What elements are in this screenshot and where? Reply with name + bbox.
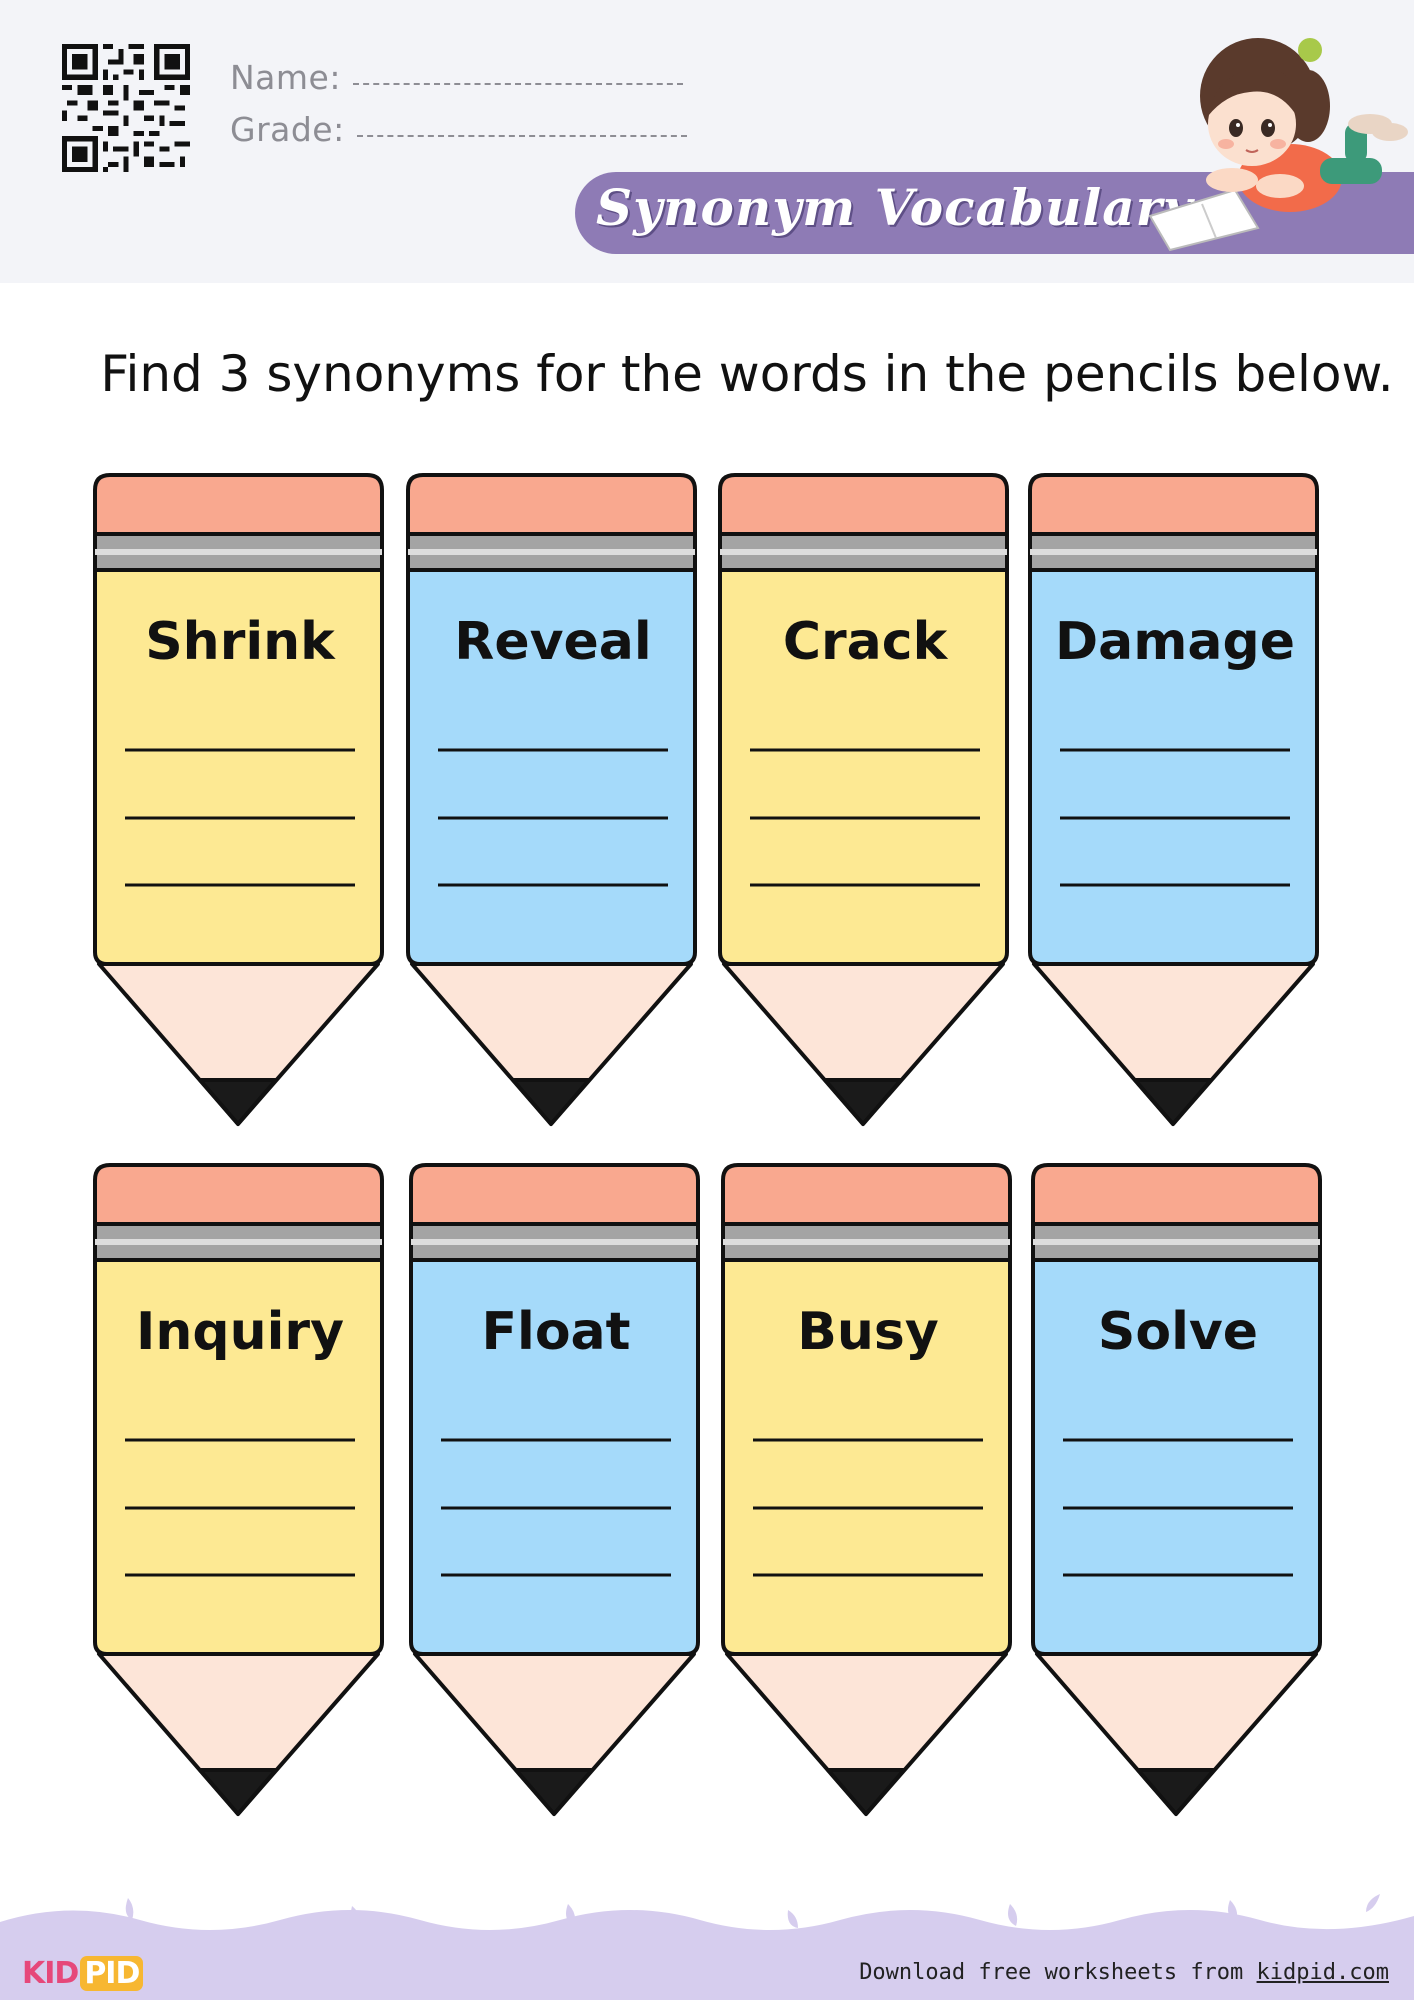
kidpid-link[interactable]: kidpid.com bbox=[1256, 1960, 1389, 1985]
answer-blank[interactable] bbox=[125, 1488, 355, 1510]
footer-note-prefix: Download free worksheets from bbox=[859, 1960, 1244, 1985]
pencil-shape bbox=[1031, 1163, 1322, 1816]
name-blank-line bbox=[352, 83, 683, 85]
pencil-card: Shrink bbox=[92, 472, 388, 1136]
pencil-word: Crack bbox=[782, 612, 948, 672]
answer-blank[interactable] bbox=[125, 798, 355, 820]
worksheet-title: Synonym Vocabulary bbox=[596, 178, 1194, 237]
answer-blank[interactable] bbox=[750, 730, 980, 752]
pencil-card: Reveal bbox=[405, 472, 701, 1136]
grade-blank-line bbox=[356, 135, 687, 137]
pencil-word: Reveal bbox=[454, 612, 652, 672]
answer-blank[interactable] bbox=[753, 1488, 983, 1510]
pencil-shape bbox=[93, 473, 384, 1126]
answer-blank[interactable] bbox=[753, 1555, 983, 1577]
pencil-word: Inquiry bbox=[136, 1302, 344, 1362]
answer-blank[interactable] bbox=[441, 1555, 671, 1577]
pencil-word: Solve bbox=[1097, 1302, 1259, 1362]
name-label: Name: bbox=[230, 58, 341, 97]
answer-blank[interactable] bbox=[753, 1420, 983, 1442]
pencil-card: Solve bbox=[1030, 1162, 1326, 1826]
pencil-card: Inquiry bbox=[92, 1162, 388, 1826]
answer-blank[interactable] bbox=[125, 1420, 355, 1442]
pencil-shape bbox=[718, 473, 1009, 1126]
answer-blank[interactable] bbox=[438, 865, 668, 887]
pencil-card: Damage bbox=[1027, 472, 1323, 1136]
answer-blank[interactable] bbox=[750, 865, 980, 887]
answer-blank[interactable] bbox=[438, 730, 668, 752]
instruction-text: Find 3 synonyms for the words in the pen… bbox=[100, 345, 1394, 403]
answer-blank[interactable] bbox=[1060, 730, 1290, 752]
answer-blank[interactable] bbox=[125, 1555, 355, 1577]
footer-wave bbox=[0, 1894, 1414, 2000]
pencil-shape bbox=[409, 1163, 700, 1816]
answer-blank[interactable] bbox=[1060, 798, 1290, 820]
pencil-shape bbox=[721, 1163, 1012, 1816]
logo-pid-text: PID bbox=[80, 1956, 144, 1991]
answer-blank[interactable] bbox=[438, 798, 668, 820]
answer-blank[interactable] bbox=[125, 865, 355, 887]
pencil-card: Float bbox=[408, 1162, 704, 1826]
answer-blank[interactable] bbox=[1060, 865, 1290, 887]
pencil-word: Busy bbox=[797, 1302, 939, 1362]
logo-kid-text: KID bbox=[22, 1956, 79, 1991]
pencil-shape bbox=[406, 473, 697, 1126]
pencil-card: Busy bbox=[720, 1162, 1016, 1826]
worksheet-header: Name: Grade: Synonym Vocabulary bbox=[0, 0, 1414, 283]
qr-code-icon bbox=[62, 44, 190, 172]
footer-download-note: Download free worksheets from kidpid.com bbox=[859, 1960, 1389, 1985]
pencil-word: Float bbox=[481, 1302, 631, 1362]
answer-blank[interactable] bbox=[441, 1488, 671, 1510]
pencil-word: Shrink bbox=[145, 612, 335, 672]
name-field[interactable]: Name: bbox=[230, 58, 683, 97]
answer-blank[interactable] bbox=[441, 1420, 671, 1442]
answer-blank[interactable] bbox=[1063, 1488, 1293, 1510]
grade-field[interactable]: Grade: bbox=[230, 110, 687, 149]
girl-reading-illustration bbox=[1148, 38, 1408, 252]
answer-blank[interactable] bbox=[1063, 1555, 1293, 1577]
pencil-card: Crack bbox=[717, 472, 1013, 1136]
grade-label: Grade: bbox=[230, 110, 345, 149]
pencil-word: Damage bbox=[1054, 612, 1296, 672]
answer-blank[interactable] bbox=[125, 730, 355, 752]
pencil-shape bbox=[93, 1163, 384, 1816]
answer-blank[interactable] bbox=[1063, 1420, 1293, 1442]
pencil-shape bbox=[1028, 473, 1319, 1126]
answer-blank[interactable] bbox=[750, 798, 980, 820]
